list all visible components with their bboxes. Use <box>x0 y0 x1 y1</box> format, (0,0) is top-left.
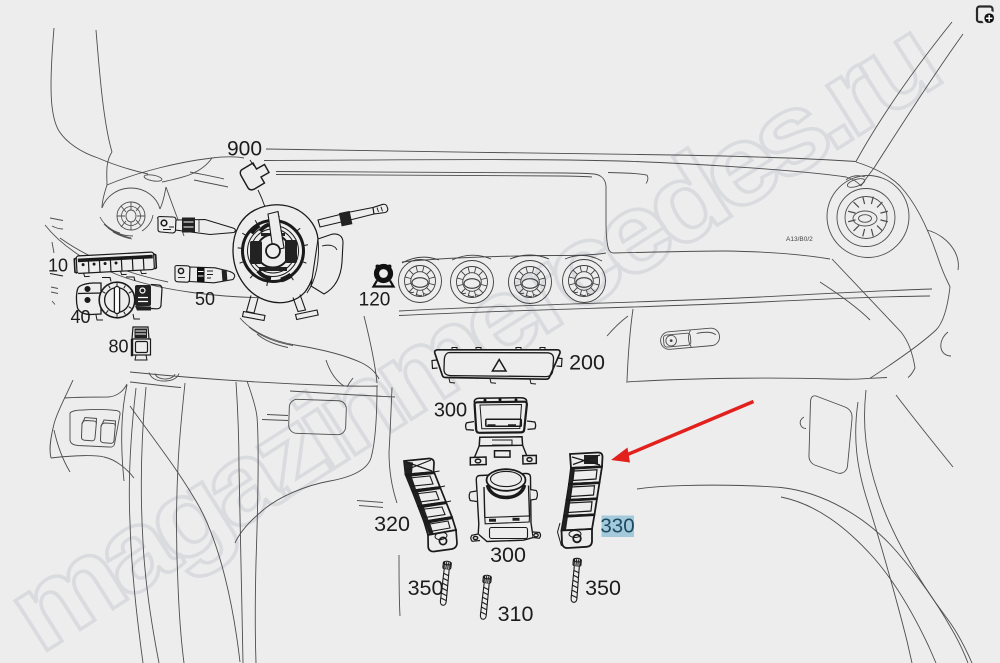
svg-text:330: 330 <box>600 515 634 538</box>
svg-text:120: 120 <box>359 290 391 311</box>
svg-text:300: 300 <box>490 543 526 567</box>
svg-text:310: 310 <box>498 602 534 626</box>
svg-text:50: 50 <box>195 289 215 309</box>
svg-text:40: 40 <box>70 307 90 327</box>
svg-text:350: 350 <box>408 576 444 600</box>
svg-text:320: 320 <box>374 512 410 536</box>
svg-text:900: 900 <box>227 138 262 161</box>
svg-text:200: 200 <box>569 351 605 375</box>
svg-text:350: 350 <box>585 576 621 600</box>
svg-text:300: 300 <box>434 400 467 422</box>
svg-text:80: 80 <box>108 337 128 357</box>
svg-text:A13/B0/2: A13/B0/2 <box>786 236 813 243</box>
svg-text:10: 10 <box>48 256 68 276</box>
